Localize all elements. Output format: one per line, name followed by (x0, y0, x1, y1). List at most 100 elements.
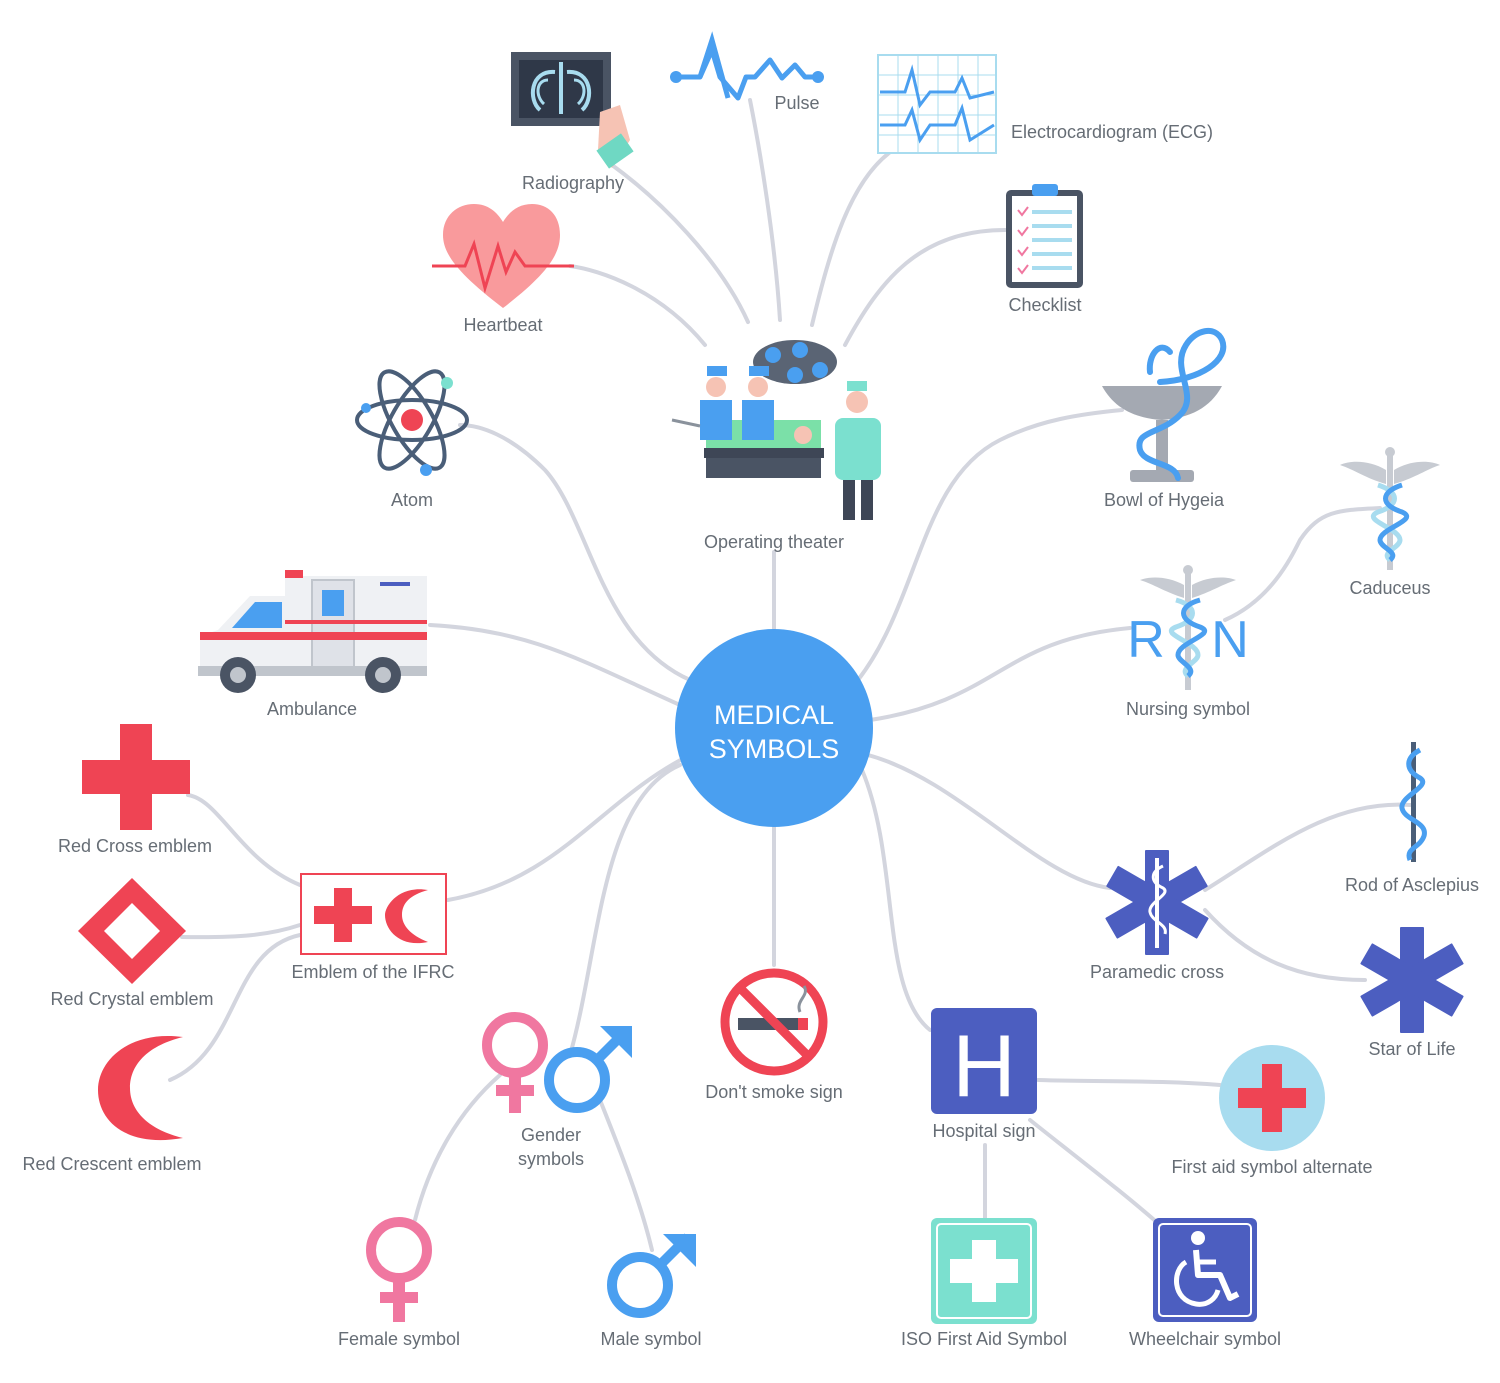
connector-gender-female (413, 1073, 502, 1222)
connector-ifrc-redcross (186, 793, 302, 887)
heartbeat-node[interactable]: Heartbeat (432, 204, 574, 335)
red-crystal-node[interactable]: Red Crystal emblem (50, 878, 214, 1009)
checklist-icon (1006, 184, 1083, 288)
pulse-label: Pulse (774, 93, 819, 113)
radiography-icon (511, 52, 634, 169)
paramedic-rod-icon (1148, 858, 1167, 948)
atom-icon (355, 369, 469, 471)
rod-of-asclepius-icon (1399, 742, 1427, 862)
radiography-label: Radiography (522, 173, 624, 193)
gender-symbols-node[interactable]: Gender symbols (482, 1012, 632, 1169)
ifrc-emblem-node[interactable]: Emblem of the IFRC (291, 873, 455, 982)
ecg-node[interactable]: Electrocardiogram (ECG) (877, 54, 1213, 154)
no-smoking-label: Don't smoke sign (705, 1082, 843, 1102)
wheelchair-label: Wheelchair symbol (1129, 1329, 1281, 1349)
red-cross-node[interactable]: Red Cross emblem (58, 724, 212, 856)
ecg-icon (877, 54, 997, 154)
nursing-symbol-node[interactable]: R N Nursing symbol (1126, 565, 1250, 719)
caduceus-icon (1340, 447, 1440, 570)
male-symbol-label: Male symbol (600, 1329, 701, 1349)
atom-electron-1 (441, 377, 453, 389)
connector-gender-male (598, 1098, 654, 1252)
paramedic-cross-label: Paramedic cross (1090, 962, 1224, 982)
red-cross-label: Red Cross emblem (58, 836, 212, 856)
connector-hospital-firstaid (1036, 1078, 1222, 1087)
center-node[interactable]: MEDICAL SYMBOLS (675, 629, 873, 827)
atom-electron-2 (420, 464, 432, 476)
connector-ifrc-crescent (168, 933, 302, 1082)
connector-op-pulse (748, 98, 782, 322)
hospital-sign-label: Hospital sign (932, 1121, 1035, 1141)
radiography-node[interactable]: Radiography (511, 52, 634, 193)
rod-of-asclepius-node[interactable]: Rod of Asclepius (1345, 742, 1479, 895)
connector-hygeia (856, 408, 1124, 682)
pulse-icon (670, 31, 824, 101)
connector-nursing-caduceus (1223, 506, 1382, 622)
red-crescent-icon (98, 1035, 183, 1141)
operating-theater-node[interactable]: Operating theater (671, 340, 881, 552)
iso-first-aid-icon (931, 1218, 1037, 1324)
checklist-label: Checklist (1008, 295, 1081, 315)
connector-ifrc (446, 753, 692, 902)
connector-hospital-wheelchair (1028, 1118, 1162, 1227)
ifrc-emblem-label: Emblem of the IFRC (291, 962, 454, 982)
connector-op-radiography (610, 163, 750, 324)
first-aid-alternate-node[interactable]: First aid symbol alternate (1171, 1045, 1373, 1177)
connector-gender (568, 763, 682, 1057)
wheelchair-node[interactable]: Wheelchair symbol (1129, 1218, 1281, 1349)
connector-op-checklist (843, 228, 1007, 347)
connector-op-ecg (810, 148, 895, 327)
heartbeat-label: Heartbeat (463, 315, 542, 335)
iso-first-aid-label: ISO First Aid Symbol (901, 1329, 1067, 1349)
operating-theater-label: Operating theater (704, 532, 844, 552)
center-circle (675, 629, 873, 827)
female-symbol-label: Female symbol (338, 1329, 460, 1349)
star-of-life-label: Star of Life (1368, 1039, 1455, 1059)
bowl-of-hygeia-node[interactable]: Bowl of Hygeia (1102, 328, 1227, 510)
red-crystal-label: Red Crystal emblem (50, 989, 213, 1009)
paramedic-cross-node[interactable]: Paramedic cross (1090, 850, 1224, 982)
ifrc-emblem-icon (300, 873, 447, 955)
ambulance-node[interactable]: Ambulance (198, 570, 427, 719)
caduceus-label: Caduceus (1349, 578, 1430, 598)
no-smoking-node[interactable]: Don't smoke sign (705, 968, 843, 1102)
connector-hospital (860, 768, 932, 1032)
checklist-node[interactable]: Checklist (1006, 184, 1083, 315)
atom-electron-3 (361, 403, 371, 413)
connectors (168, 98, 1412, 1252)
iso-first-aid-node[interactable]: ISO First Aid Symbol (901, 1218, 1067, 1349)
connector-op-heartbeat (568, 264, 707, 347)
connector-paramedic-rod (1203, 802, 1412, 892)
first-aid-alternate-label: First aid symbol alternate (1171, 1157, 1372, 1177)
atom-label: Atom (391, 490, 433, 510)
star-of-life-node[interactable]: Star of Life (1360, 927, 1464, 1059)
female-symbol-icon (366, 1217, 432, 1322)
connector-atom (458, 423, 692, 682)
center-title-line2: SYMBOLS (709, 734, 840, 764)
red-crescent-node[interactable]: Red Crescent emblem (22, 1035, 202, 1174)
connector-ifrc-crystal (180, 923, 302, 940)
rod-of-asclepius-label: Rod of Asclepius (1345, 875, 1479, 895)
operating-theater-icon (671, 340, 881, 520)
nursing-r-glyph: R (1127, 611, 1165, 669)
red-crescent-label: Red Crescent emblem (22, 1154, 201, 1174)
caduceus-node[interactable]: Caduceus (1340, 447, 1440, 598)
atom-nucleus (401, 409, 423, 431)
hospital-sign-node[interactable]: H Hospital sign (931, 1008, 1037, 1141)
connector-nursing (868, 626, 1132, 722)
atom-node[interactable]: Atom (355, 362, 469, 510)
bowl-of-hygeia-icon (1102, 328, 1227, 482)
bowl-of-hygeia-label: Bowl of Hygeia (1104, 490, 1225, 510)
nursing-symbol-icon (1140, 565, 1236, 690)
male-symbol-node[interactable]: Male symbol (600, 1233, 702, 1349)
female-symbol-node[interactable]: Female symbol (338, 1217, 460, 1349)
pulse-node[interactable]: Pulse (670, 31, 824, 113)
wheelchair-icon (1153, 1218, 1257, 1322)
ambulance-label: Ambulance (267, 699, 357, 719)
gender-female-icon (482, 1012, 548, 1113)
gender-symbols-label-line1: Gender (521, 1125, 581, 1145)
ecg-label: Electrocardiogram (ECG) (1011, 122, 1213, 142)
connector-paramedic (866, 753, 1112, 890)
